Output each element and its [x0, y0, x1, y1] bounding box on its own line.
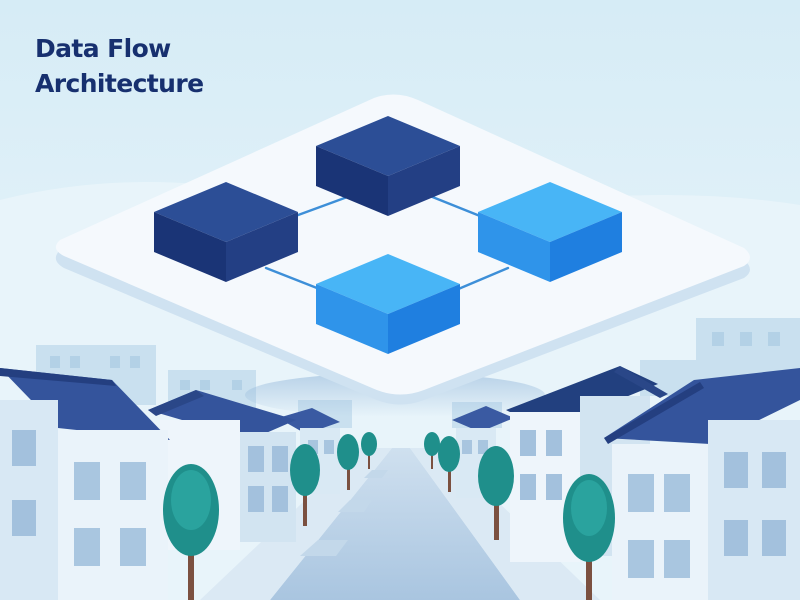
diagram-connectors [264, 194, 510, 292]
connector-left-to-top [288, 194, 352, 220]
node-right [478, 182, 622, 282]
tree [424, 432, 440, 469]
tree [163, 464, 219, 600]
node-bottom [316, 254, 460, 354]
left-house-front [0, 368, 170, 600]
node-top [316, 116, 460, 216]
tree [337, 434, 359, 490]
tree [478, 446, 514, 540]
tree [290, 444, 320, 526]
connector-right-to-bottom [454, 266, 510, 292]
distant-skyline-windows [50, 332, 780, 390]
tree [438, 436, 460, 492]
tree [563, 474, 615, 600]
tree [361, 432, 377, 469]
title-line-2: Architecture [35, 69, 204, 98]
page-title: Data Flow Architecture [35, 31, 295, 101]
title-line-1: Data Flow [35, 34, 171, 63]
node-left [154, 182, 298, 282]
diagram-platform [55, 94, 751, 405]
street-trees [163, 432, 615, 600]
connector-left-to-bottom [264, 266, 324, 292]
right-house-front [604, 368, 800, 600]
